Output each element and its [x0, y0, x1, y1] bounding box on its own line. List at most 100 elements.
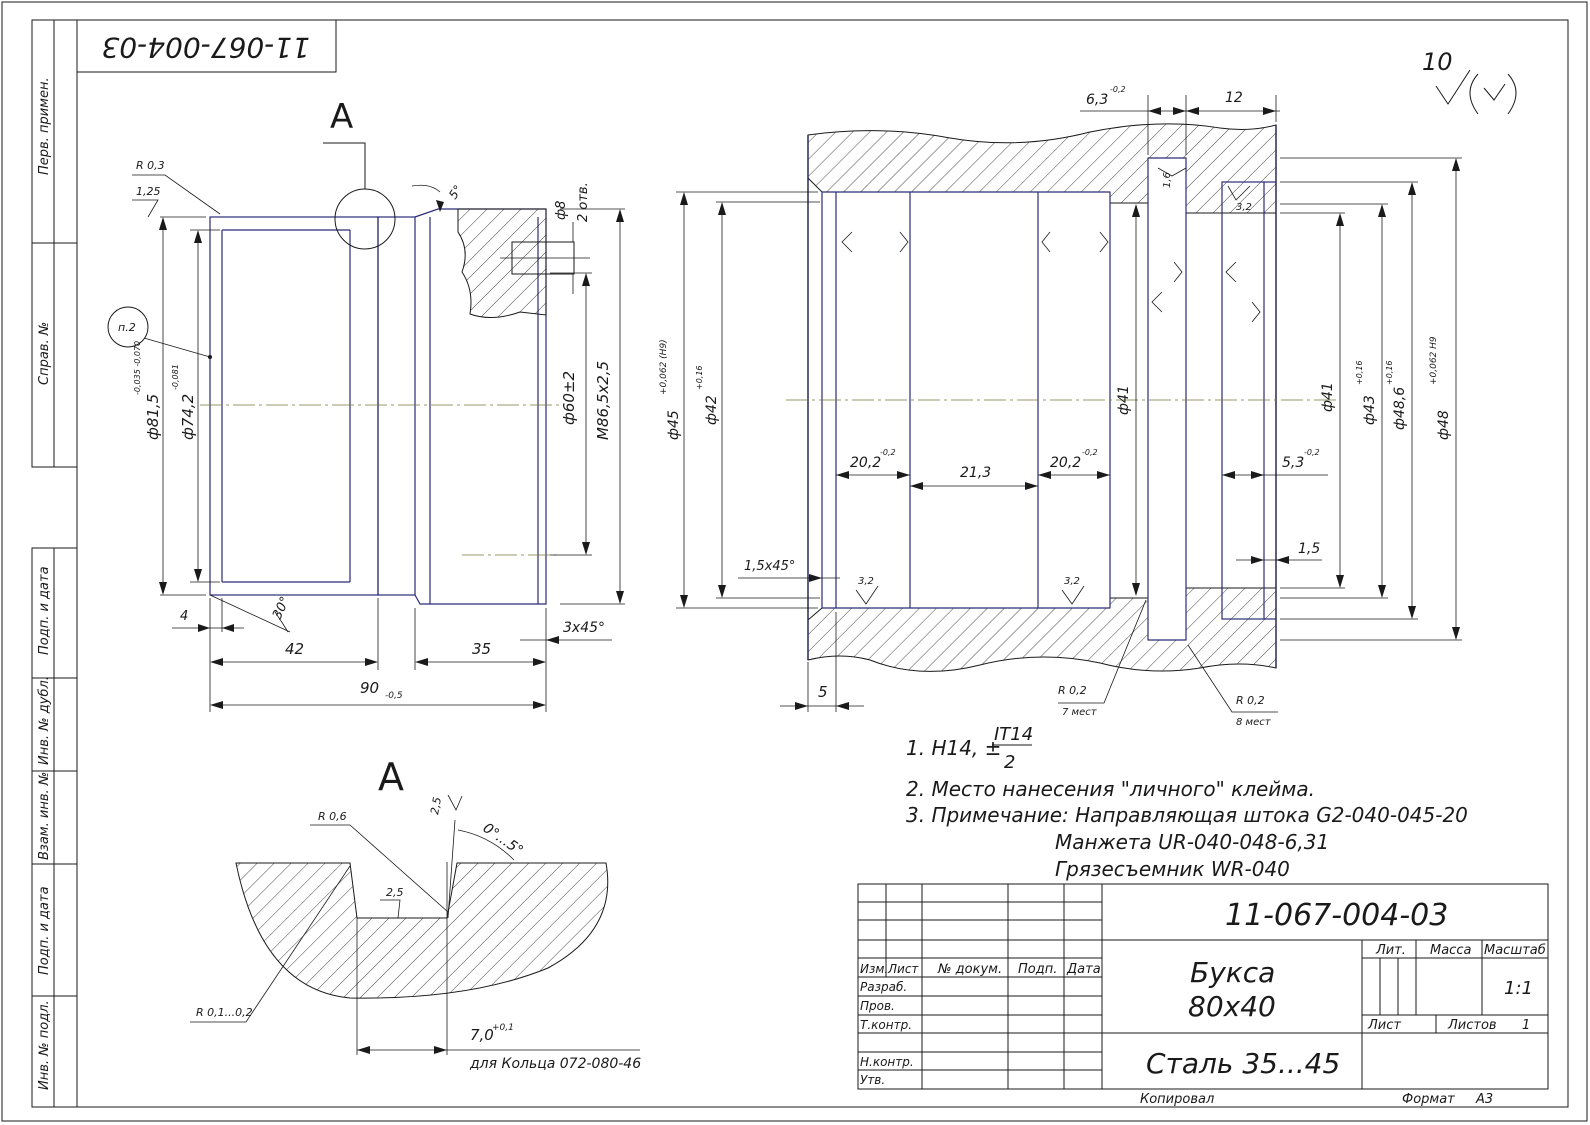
dim-d70-tol: +0,1 — [492, 1023, 514, 1033]
dim-r03: R 0,3 — [136, 159, 165, 172]
dim-d25a: 2,5 — [386, 886, 404, 899]
hdr-data: Дата — [1066, 962, 1101, 977]
dim-d63-tol: -0,2 — [1110, 85, 1126, 94]
notes: 1. H14, ± IT14 2 2. Место нанесения "лич… — [906, 724, 1468, 881]
dim-d486: ф48,6 — [1392, 387, 1408, 430]
dim-d42: 42 — [285, 640, 304, 658]
stamp-inv-podl: Инв. № подл. — [37, 1000, 52, 1090]
format-label: Формат — [1402, 1092, 1455, 1107]
dim-d48-tol: +0,062 H9 — [1429, 336, 1439, 385]
dim-otv: 2 отв. — [576, 182, 591, 222]
hdr-izm: Изм. — [860, 962, 888, 976]
dim-d5: 5 — [818, 683, 828, 701]
dim-r02a-note: 7 мест — [1062, 707, 1098, 718]
sheets-value: 1 — [1522, 1018, 1530, 1033]
copied-label: Копировал — [1140, 1092, 1214, 1107]
dim-d45: ф45 — [666, 410, 682, 440]
dim-d202a-tol: -0,2 — [880, 448, 896, 457]
dim-d742: ф74,2 — [179, 394, 197, 440]
mass-label: Масса — [1430, 943, 1471, 958]
dim-d486-tol: +0,16 — [1385, 360, 1394, 385]
note-1: 1. H14, ± — [906, 736, 1001, 760]
stamp-podp2: Подп. и дата — [37, 886, 52, 975]
note-1-num: IT14 — [994, 724, 1033, 745]
roughness-value: 10 — [1422, 48, 1453, 76]
hdr-podp: Подп. — [1018, 962, 1057, 977]
dim-d815: ф81,5 — [144, 394, 162, 440]
dim-r02b: R 0,2 — [1236, 694, 1265, 707]
dim-ch3x45: 3х45° — [563, 620, 605, 636]
role-prov: Пров. — [860, 999, 895, 1013]
sheets-label: Листов — [1447, 1018, 1497, 1033]
dim-d35: 35 — [472, 640, 491, 658]
scale-label: Масштаб — [1484, 943, 1546, 958]
note-3: 3. Примечание: Направляющая штока G2-040… — [906, 803, 1468, 827]
stamp-vzam: Взам. инв. № — [37, 772, 52, 860]
dim-d45-tol: +0,062 (H9) — [659, 339, 669, 395]
stamp-podp1: Подп. и дата — [37, 566, 52, 655]
dim-d53-tol: -0,2 — [1304, 448, 1320, 457]
detail-view: А 7,0 +0,1 для Кольца 072-080-46 R 0,6 R… — [190, 755, 641, 1072]
side-stamps: Перв. примен. Справ. № Подп. и дата Инв.… — [31, 19, 78, 1108]
stamp-perv: Перв. примен. — [37, 77, 52, 175]
role-utv: Утв. — [860, 1073, 885, 1087]
role-razrab: Разраб. — [860, 980, 907, 994]
left-view: А ф81,5 -0,035 -0,070 ф74,2 -0,081 п.2 R… — [107, 97, 625, 712]
dim-d41a: ф41 — [1116, 385, 1132, 415]
note-1-den: 2 — [1004, 752, 1015, 773]
view-label-detail: А — [378, 755, 404, 799]
dim-d4: 4 — [180, 609, 188, 624]
stamp-inv-dubl: Инв. № дубл. — [37, 676, 52, 765]
drawing-number: 11-067-004-03 — [1225, 898, 1448, 933]
material: Сталь 35...45 — [1146, 1047, 1340, 1080]
sheet-label: Лист — [1367, 1018, 1401, 1033]
dim-d43-tol: +0,16 — [1355, 360, 1364, 385]
note-3c: Грязесъемник WR-040 — [1055, 857, 1290, 881]
dim-ch15: 1,5х45° — [744, 559, 795, 574]
dim-d5deg: 5° — [446, 183, 465, 202]
dim-d202b: 20,2 — [1050, 455, 1081, 471]
dim-d25b: 2,5 — [428, 796, 444, 815]
rough-32-b2: 3,2 — [1064, 576, 1080, 587]
rough-marks-left — [841, 231, 1261, 323]
dim-ring: для Кольца 072-080-46 — [469, 1056, 641, 1072]
note-p2: п.2 — [118, 321, 136, 334]
dim-d48: ф48 — [1436, 410, 1452, 440]
scale-value: 1:1 — [1504, 978, 1533, 999]
dim-m86: М86,5х2,5 — [594, 361, 612, 440]
rough-32-b1: 3,2 — [858, 576, 874, 587]
view-label-top: А — [330, 97, 353, 137]
dim-r02b-note: 8 мест — [1236, 717, 1272, 728]
hdr-list: Лист — [887, 962, 919, 976]
dim-d70: 7,0 — [470, 1026, 494, 1044]
note-3b: Манжета UR-040-048-6,31 — [1055, 830, 1329, 854]
dim-d90-tol: -0,5 — [385, 691, 403, 701]
dim-r02a: R 0,2 — [1058, 684, 1087, 697]
dim-d90: 90 — [360, 679, 379, 697]
dim-d125: 1,25 — [136, 185, 161, 198]
rough-32-top: 3,2 — [1236, 202, 1252, 213]
dim-d42r-tol: +0,16 — [695, 365, 704, 390]
dim-d12: 12 — [1225, 90, 1243, 106]
lit-label: Лит. — [1375, 943, 1406, 958]
dim-d15: 1,5 — [1298, 541, 1320, 557]
role-nkontr: Н.контр. — [860, 1055, 914, 1069]
drawing-number-rotated: 11-067-004-03 — [102, 31, 310, 64]
dim-d742-tol: -0,081 — [171, 364, 180, 390]
dim-d202a: 20,2 — [850, 455, 881, 471]
stamp-sprav: Справ. № — [37, 322, 52, 385]
dim-d213: 21,3 — [960, 465, 991, 481]
top-number-box: 11-067-004-03 — [77, 20, 337, 73]
roughness-general: 10 — [1422, 48, 1517, 115]
part-name-1: Букса — [1190, 956, 1275, 989]
hdr-dokum: № докум. — [937, 962, 1002, 977]
dim-d60: ф60±2 — [560, 371, 578, 425]
dim-r0102: R 0,1...0,2 — [196, 1006, 253, 1019]
dim-d42r: ф42 — [704, 395, 720, 425]
dim-d41b: ф41 — [1320, 382, 1336, 412]
format-value: А3 — [1475, 1092, 1493, 1107]
dim-r06: R 0,6 — [318, 810, 347, 823]
dim-deg30: 30° — [270, 594, 293, 621]
dim-d63: 6,3 — [1086, 92, 1108, 108]
